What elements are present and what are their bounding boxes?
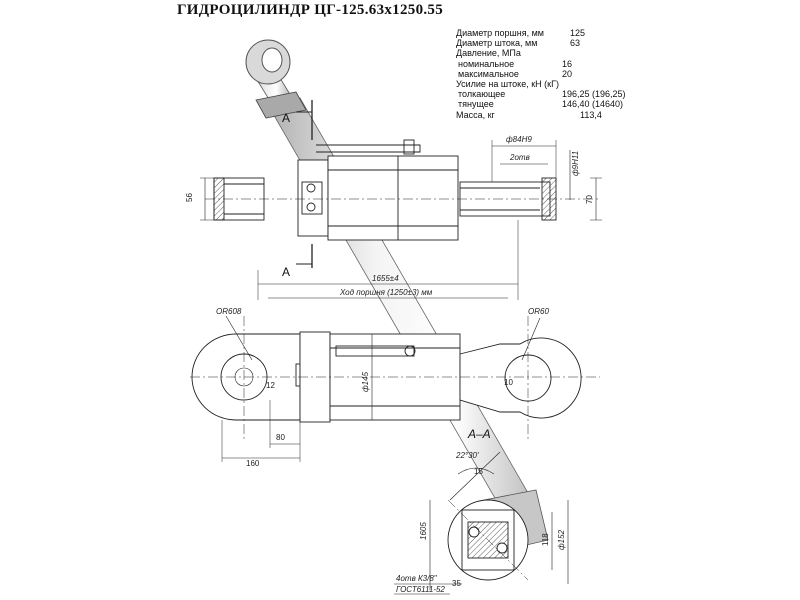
dim-eye-left-radius: ОR608 [216,307,242,316]
dim-body-dia: ф145 [361,371,370,392]
spec-row: номинальное 16 [456,59,616,69]
spec-label: Усилие на штоке, кН (кГ) [456,78,559,89]
spec-label: тянущее [458,99,494,110]
dim-offset-80: 80 [276,433,285,442]
spec-value: 20 [562,68,573,79]
port-note-2: ГОСТ6111-52 [396,585,445,594]
bottom-view [190,315,600,462]
dim-118: 118 [541,533,550,546]
spec-label: Диаметр штока, мм [456,38,538,49]
spec-row: тянущее 146,40 (14640) [456,99,623,110]
section-mark-bottom: А [282,265,290,279]
spec-value: 63 [570,38,581,49]
spec-row: Давление, МПа [456,48,616,58]
dim-right-dia: ф9Н11 [571,151,580,176]
spec-label: Диаметр поршня, мм [456,28,544,38]
dim-offset-160: 160 [246,459,260,468]
spec-row: максимальное 20 [456,69,616,79]
spec-value: 113,4 [580,109,602,120]
spec-row: Масса, кг 113,4 [456,110,616,120]
dim-eye-right-radius: ОR60 [528,307,549,316]
spec-value: 16 [562,58,573,69]
drawing-title: ГИДРОЦИЛИНДР ЦГ-125.63х1250.55 [176,2,444,18]
spec-row: Диаметр штока, мм 63 [456,38,616,48]
dim-length-total: 1655±4 [372,274,399,283]
spec-row: толкающее 196,25 (196,25) [456,89,626,100]
section-mark-top: А [282,111,290,125]
dim-15: 15 [474,467,483,476]
spec-value: 146,40 (14640) [562,99,624,110]
section-title: А–А [467,427,491,441]
dim-inner-left: 12 [266,381,275,390]
section-a-a [394,451,569,595]
dim-inner-right: 10 [504,378,513,387]
dim-152: ф152 [557,529,566,550]
dim-angle: 22°30' [455,451,479,460]
port-note-1: 4отв К3/8" [396,574,438,583]
spec-row: Усилие на штоке, кН (кГ) [456,79,616,89]
spec-value: 125 [570,28,586,38]
dim-bore-dia: ф84Н9 [506,135,532,144]
dim-right-height: 70 [585,195,594,204]
spec-value: 196,25 (196,25) [562,89,626,100]
dim-35: 35 [452,579,461,588]
dim-1605: 1605 [419,522,428,540]
dim-left-end-height: 56 [185,193,194,202]
dim-stroke: Ход поршня (1250±3) мм [339,288,433,297]
dim-two-holes: 2отв [509,153,530,162]
spec-row: Диаметр поршня, мм 125 [456,28,616,38]
spec-label: номинальное [458,58,515,69]
spec-label: максимальное [458,68,519,79]
front-view [200,100,602,300]
spec-label: Давление, МПа [456,48,521,59]
spec-label: Масса, кг [456,109,495,120]
spec-label: толкающее [458,89,506,100]
